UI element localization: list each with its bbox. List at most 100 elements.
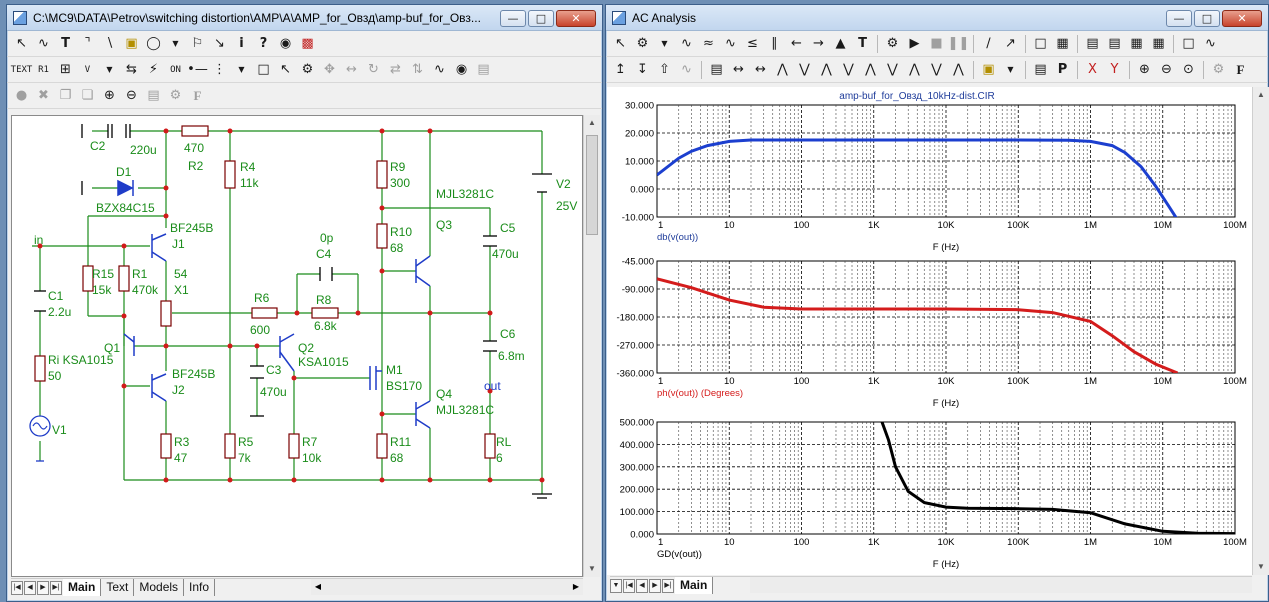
scope-icon[interactable]: ⚙ <box>636 36 649 51</box>
probe-icon[interactable]: ▩ <box>301 36 314 51</box>
dropdown-icon[interactable]: ▼ <box>172 39 179 48</box>
box-icon[interactable]: □ <box>1034 36 1047 51</box>
peak-icon[interactable]: ⋀ <box>777 62 788 77</box>
tile-icon[interactable]: ∿ <box>725 36 736 51</box>
prev-page-icon[interactable]: ◀ <box>636 578 648 593</box>
schematic-vertical-scrollbar[interactable]: ▲ ▼ <box>583 115 600 577</box>
schematic-horizontal-scrollbar[interactable]: ◀ ▶ <box>311 578 583 595</box>
minimize-button[interactable]: — <box>1166 10 1192 27</box>
table-icon[interactable]: ▦ <box>1130 36 1143 51</box>
settings-icon[interactable]: ⚙ <box>169 88 182 103</box>
p-key-icon[interactable]: P <box>1057 62 1068 77</box>
list-icon[interactable]: ▤ <box>1034 62 1047 77</box>
line-icon[interactable]: ∕ <box>986 36 991 51</box>
component-icon[interactable]: ▣ <box>125 36 138 51</box>
info-icon[interactable]: i <box>239 36 244 51</box>
border-icon[interactable]: □ <box>257 62 270 77</box>
power-icon[interactable]: ⚡ <box>148 62 159 77</box>
first-page-icon[interactable]: |◀ <box>11 580 23 595</box>
grid-icon[interactable]: ⋮ <box>213 62 226 77</box>
binoculars-icon[interactable]: ◉ <box>455 62 468 77</box>
arrow-line-icon[interactable]: ↗ <box>1005 36 1016 51</box>
cursor-right-icon[interactable]: ↔ <box>755 62 766 77</box>
dropdown-icon[interactable]: ▼ <box>661 39 668 48</box>
prev-page-icon[interactable]: ◀ <box>24 580 36 595</box>
grid-icon[interactable]: ▦ <box>1056 36 1069 51</box>
stretch-icon[interactable]: ↔ <box>346 62 357 77</box>
component-icon[interactable]: ▣ <box>982 62 995 77</box>
graph-icon[interactable]: ≈ <box>703 36 714 51</box>
valley-icon[interactable]: ↧ <box>637 62 648 77</box>
maximize-button[interactable]: □ <box>1194 10 1220 27</box>
waveform-icon[interactable]: ∿ <box>1205 36 1216 51</box>
close-button[interactable]: ✕ <box>556 10 596 27</box>
plot-vertical-scrollbar[interactable]: ▲ ▼ <box>1252 87 1269 575</box>
pin-connections-icon[interactable]: •— <box>187 62 208 77</box>
first-page-icon[interactable]: |◀ <box>623 578 635 593</box>
peak-icon[interactable]: ⋀ <box>821 62 832 77</box>
mirror-icon[interactable]: ⇄ <box>390 62 401 77</box>
font-icon[interactable]: F <box>1236 61 1245 77</box>
dropdown-icon[interactable]: ▼ <box>1007 65 1014 74</box>
cancel-icon[interactable]: ✖ <box>38 88 49 103</box>
table-icon[interactable]: ▦ <box>1152 36 1165 51</box>
valley-icon[interactable]: ⋁ <box>931 62 942 77</box>
find-icon[interactable]: ∿ <box>434 62 445 77</box>
select-arrow-icon[interactable]: ↖ <box>615 36 626 51</box>
current-icon[interactable]: ⇆ <box>126 62 137 77</box>
cursor-icon[interactable]: ← <box>791 36 802 51</box>
low-icon[interactable]: ∿ <box>681 62 692 77</box>
show-text-icon[interactable]: TEXT <box>10 64 33 75</box>
diagonal-wire-icon[interactable]: ∖ <box>105 36 114 51</box>
error-icon[interactable]: ● <box>15 88 28 103</box>
baseline-icon[interactable]: □ <box>1182 36 1195 51</box>
zoom-in-icon[interactable]: ⊕ <box>104 88 115 103</box>
tag-icon[interactable]: ▲ <box>835 36 846 51</box>
valley-icon[interactable]: ⋁ <box>887 62 898 77</box>
next-page-icon[interactable]: ▶ <box>649 578 661 593</box>
cursor-icon[interactable]: ∥ <box>771 36 778 51</box>
minimize-button[interactable]: — <box>500 10 526 27</box>
wire-tool-icon[interactable]: ∿ <box>38 36 49 51</box>
peak-icon[interactable]: ↥ <box>615 62 626 77</box>
select-arrow-icon[interactable]: ↖ <box>16 36 27 51</box>
last-page-icon[interactable]: ▶| <box>662 578 674 593</box>
tab-text[interactable]: Text <box>101 579 135 596</box>
peak-icon[interactable]: ⋀ <box>909 62 920 77</box>
cursor-left-icon[interactable]: ↔ <box>733 62 744 77</box>
orthogonal-wire-icon[interactable]: ⌝ <box>84 36 91 51</box>
valley-icon[interactable]: ⋁ <box>799 62 810 77</box>
run-icon[interactable]: ▶ <box>909 36 920 51</box>
flag-icon[interactable]: ⚐ <box>191 36 204 51</box>
plot-horizontal-scrollbar[interactable] <box>750 576 1252 593</box>
tab-main[interactable]: Main <box>63 579 102 596</box>
select-mode-icon[interactable]: ↖ <box>280 62 291 77</box>
schematic-titlebar[interactable]: C:\MC9\DATA\Petrov\switching distortion\… <box>7 5 602 31</box>
paste-icon[interactable]: ❏ <box>81 88 94 103</box>
graph-icon[interactable]: ∿ <box>681 36 692 51</box>
last-page-icon[interactable]: ▶| <box>50 580 62 595</box>
help-icon[interactable]: ? <box>259 36 268 51</box>
rotate-icon[interactable]: ↻ <box>368 62 379 77</box>
chart-icon[interactable]: ▤ <box>710 62 723 77</box>
font-icon[interactable]: F <box>193 87 202 103</box>
valley-icon[interactable]: ⋁ <box>843 62 854 77</box>
tile-icon[interactable]: ≤ <box>747 36 758 51</box>
pin-icon[interactable]: ↘ <box>214 36 225 51</box>
high-icon[interactable]: ⇧ <box>659 62 670 77</box>
copy-icon[interactable]: ❐ <box>59 88 72 103</box>
properties-icon[interactable]: ⚙ <box>301 62 314 77</box>
zoom-fit-icon[interactable]: ⊙ <box>1183 62 1194 77</box>
maximize-button[interactable]: □ <box>528 10 554 27</box>
zoom-in-icon[interactable]: ⊕ <box>1139 62 1150 77</box>
next-page-icon[interactable]: ▶ <box>37 580 49 595</box>
schematic-canvas[interactable]: C2 220u 470 R2 R4 11k D1 BZX84C15 BF245B… <box>11 115 583 577</box>
properties-icon[interactable]: ⚙ <box>886 36 899 51</box>
x-scale-icon[interactable]: X <box>1088 62 1097 77</box>
y-scale-icon[interactable]: Y <box>1110 62 1119 77</box>
close-button[interactable]: ✕ <box>1222 10 1262 27</box>
peak-icon[interactable]: ⋀ <box>953 62 964 77</box>
settings-icon[interactable]: ⚙ <box>1212 62 1225 77</box>
tab-models[interactable]: Models <box>134 579 185 596</box>
